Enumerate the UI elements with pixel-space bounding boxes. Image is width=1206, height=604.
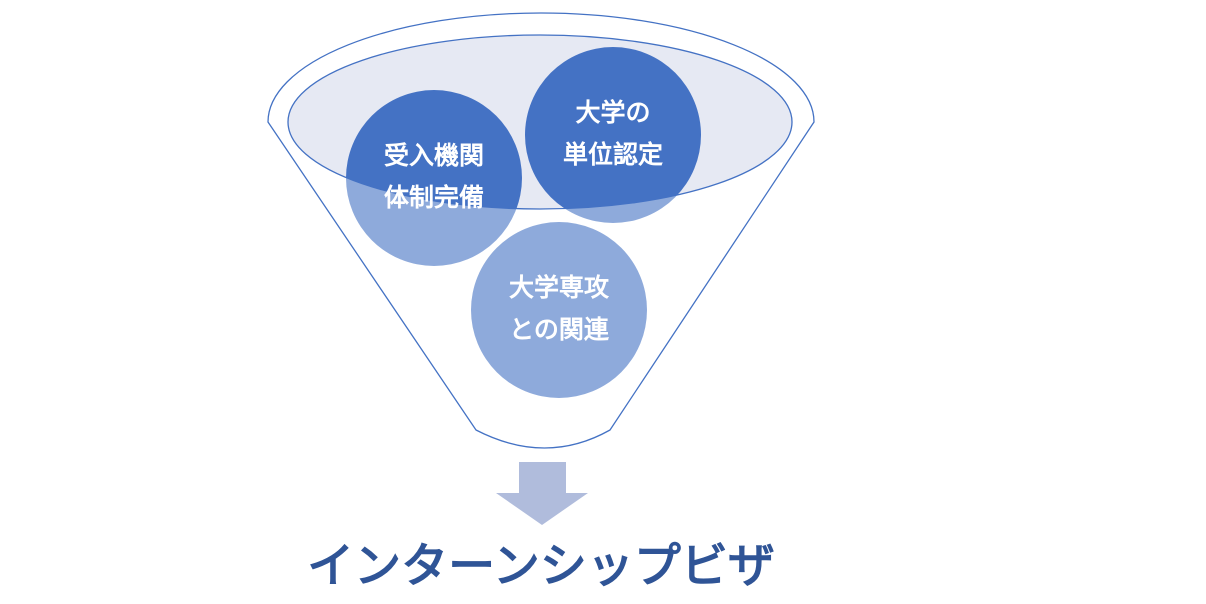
funnel-item-3 [471,222,647,398]
funnel-circle-3 [471,222,647,398]
funnel-item-3-line-1: 大学専攻 [509,273,610,302]
funnel-item-2-line-1: 大学の [575,98,650,127]
rim-overlap [346,47,701,209]
funnel-item-3-line-2: との関連 [509,315,610,344]
result-label: インターンシップビザ [307,539,775,594]
down-arrow-icon [496,462,588,525]
funnel-item-1-line-2: 体制完備 [384,183,484,212]
funnel-circle-2-inner [525,47,701,209]
funnel-circle-1-inner [346,90,522,209]
funnel-item-2-line-2: 単位認定 [563,140,663,169]
funnel-item-1-line-1: 受入機関 [384,141,484,170]
